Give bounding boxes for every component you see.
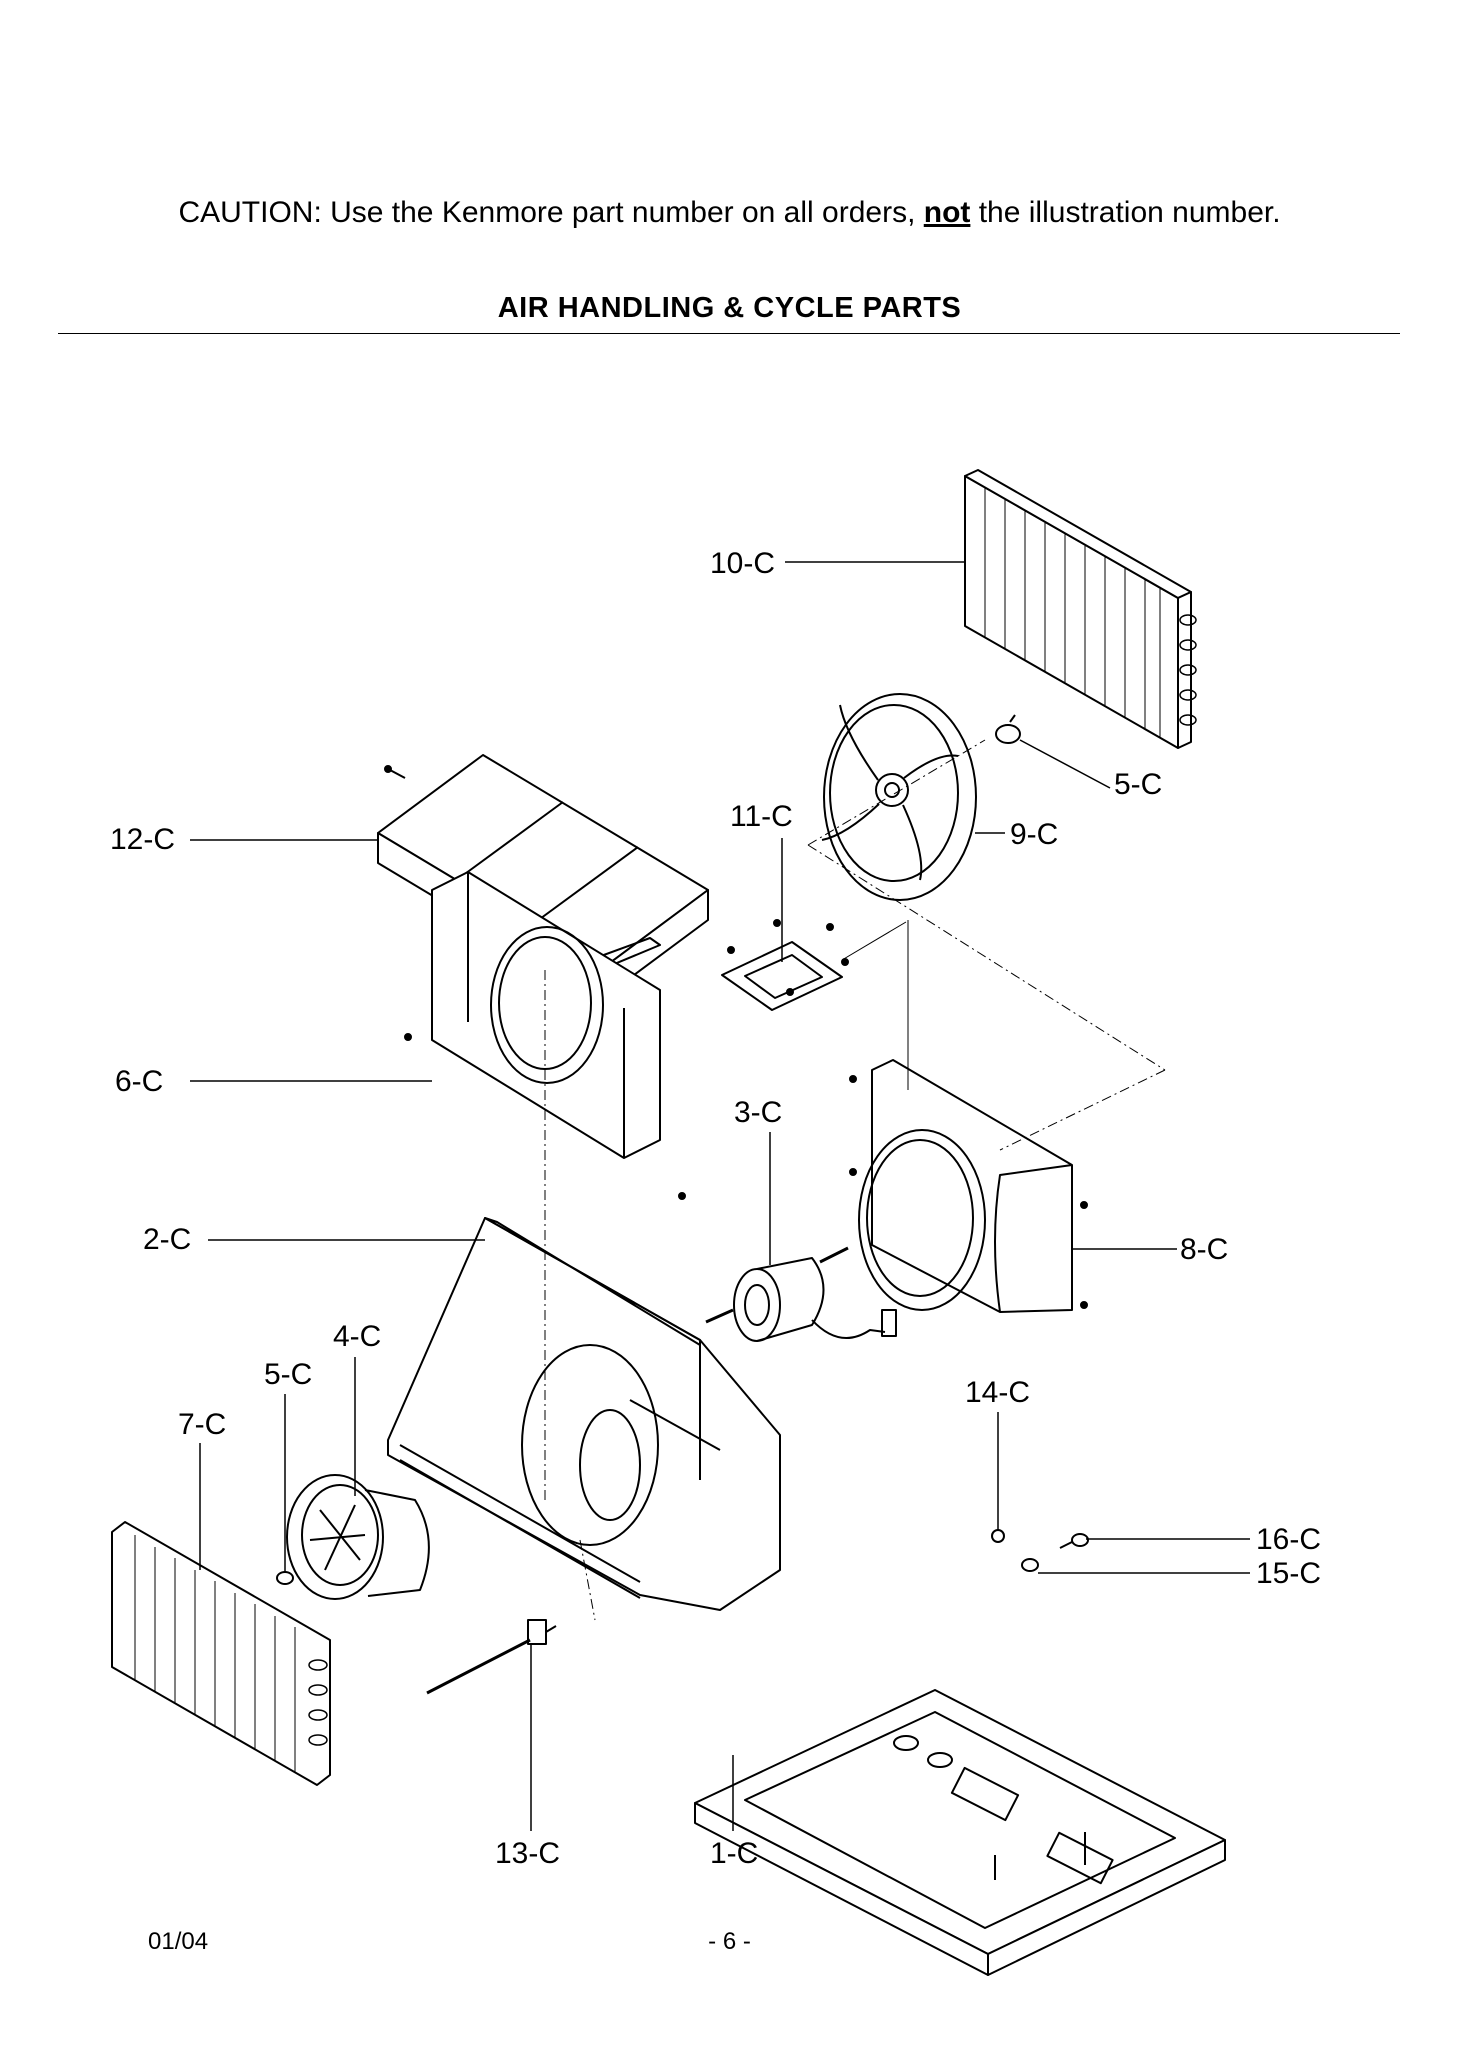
caution-prefix: CAUTION: Use the Kenmore part number on … <box>178 196 924 229</box>
leader-lines <box>190 561 1250 1831</box>
label-13c: 13-C <box>495 1837 560 1870</box>
footer-date: 01/04 <box>148 1928 209 1955</box>
label-10c: 10-C <box>710 547 775 580</box>
label-15c: 15-C <box>1256 1557 1321 1590</box>
fan-motor <box>705 1246 897 1342</box>
label-6c: 6-C <box>115 1065 163 1098</box>
label-16c: 16-C <box>1256 1523 1321 1556</box>
screw-16c <box>1059 1533 1089 1549</box>
title-rule <box>58 333 1400 334</box>
label-7c: 7-C <box>178 1408 226 1441</box>
thermistor <box>426 1619 557 1695</box>
label-3c: 3-C <box>734 1096 782 1129</box>
caution-note: CAUTION: Use the Kenmore part number on … <box>0 196 1459 230</box>
label-8c: 8-C <box>1180 1233 1228 1266</box>
label-2c: 2-C <box>143 1223 191 1256</box>
label-14c: 14-C <box>965 1376 1030 1409</box>
blower-clamp <box>276 1571 294 1585</box>
label-12c: 12-C <box>110 823 175 856</box>
caution-suffix: the illustration number. <box>970 196 1281 229</box>
condenser-fan-blade <box>821 693 977 901</box>
label-1c: 1-C <box>710 1837 758 1870</box>
indoor-housing <box>387 1217 781 1611</box>
blower-wheel <box>286 1474 430 1600</box>
fan-clamp <box>995 714 1021 744</box>
evaporator-coil <box>111 1521 331 1786</box>
section-title: AIR HANDLING & CYCLE PARTS <box>497 292 962 324</box>
base-pan <box>694 1689 1226 1976</box>
washer-15c <box>1021 1558 1039 1572</box>
motor-bracket <box>721 919 849 1011</box>
label-11c: 11-C <box>730 800 793 833</box>
label-5c-left: 5-C <box>264 1358 312 1391</box>
screw-14c <box>991 1529 1005 1543</box>
indoor-orifice <box>404 871 686 1200</box>
label-9c: 9-C <box>1010 818 1058 851</box>
fan-shroud <box>849 1059 1088 1313</box>
condenser-coil-top <box>964 469 1197 749</box>
label-5c-top: 5-C <box>1114 768 1162 801</box>
label-4c: 4-C <box>333 1320 381 1353</box>
page-number: - 6 - <box>708 1928 751 1955</box>
caution-emphasis: not <box>923 196 971 229</box>
